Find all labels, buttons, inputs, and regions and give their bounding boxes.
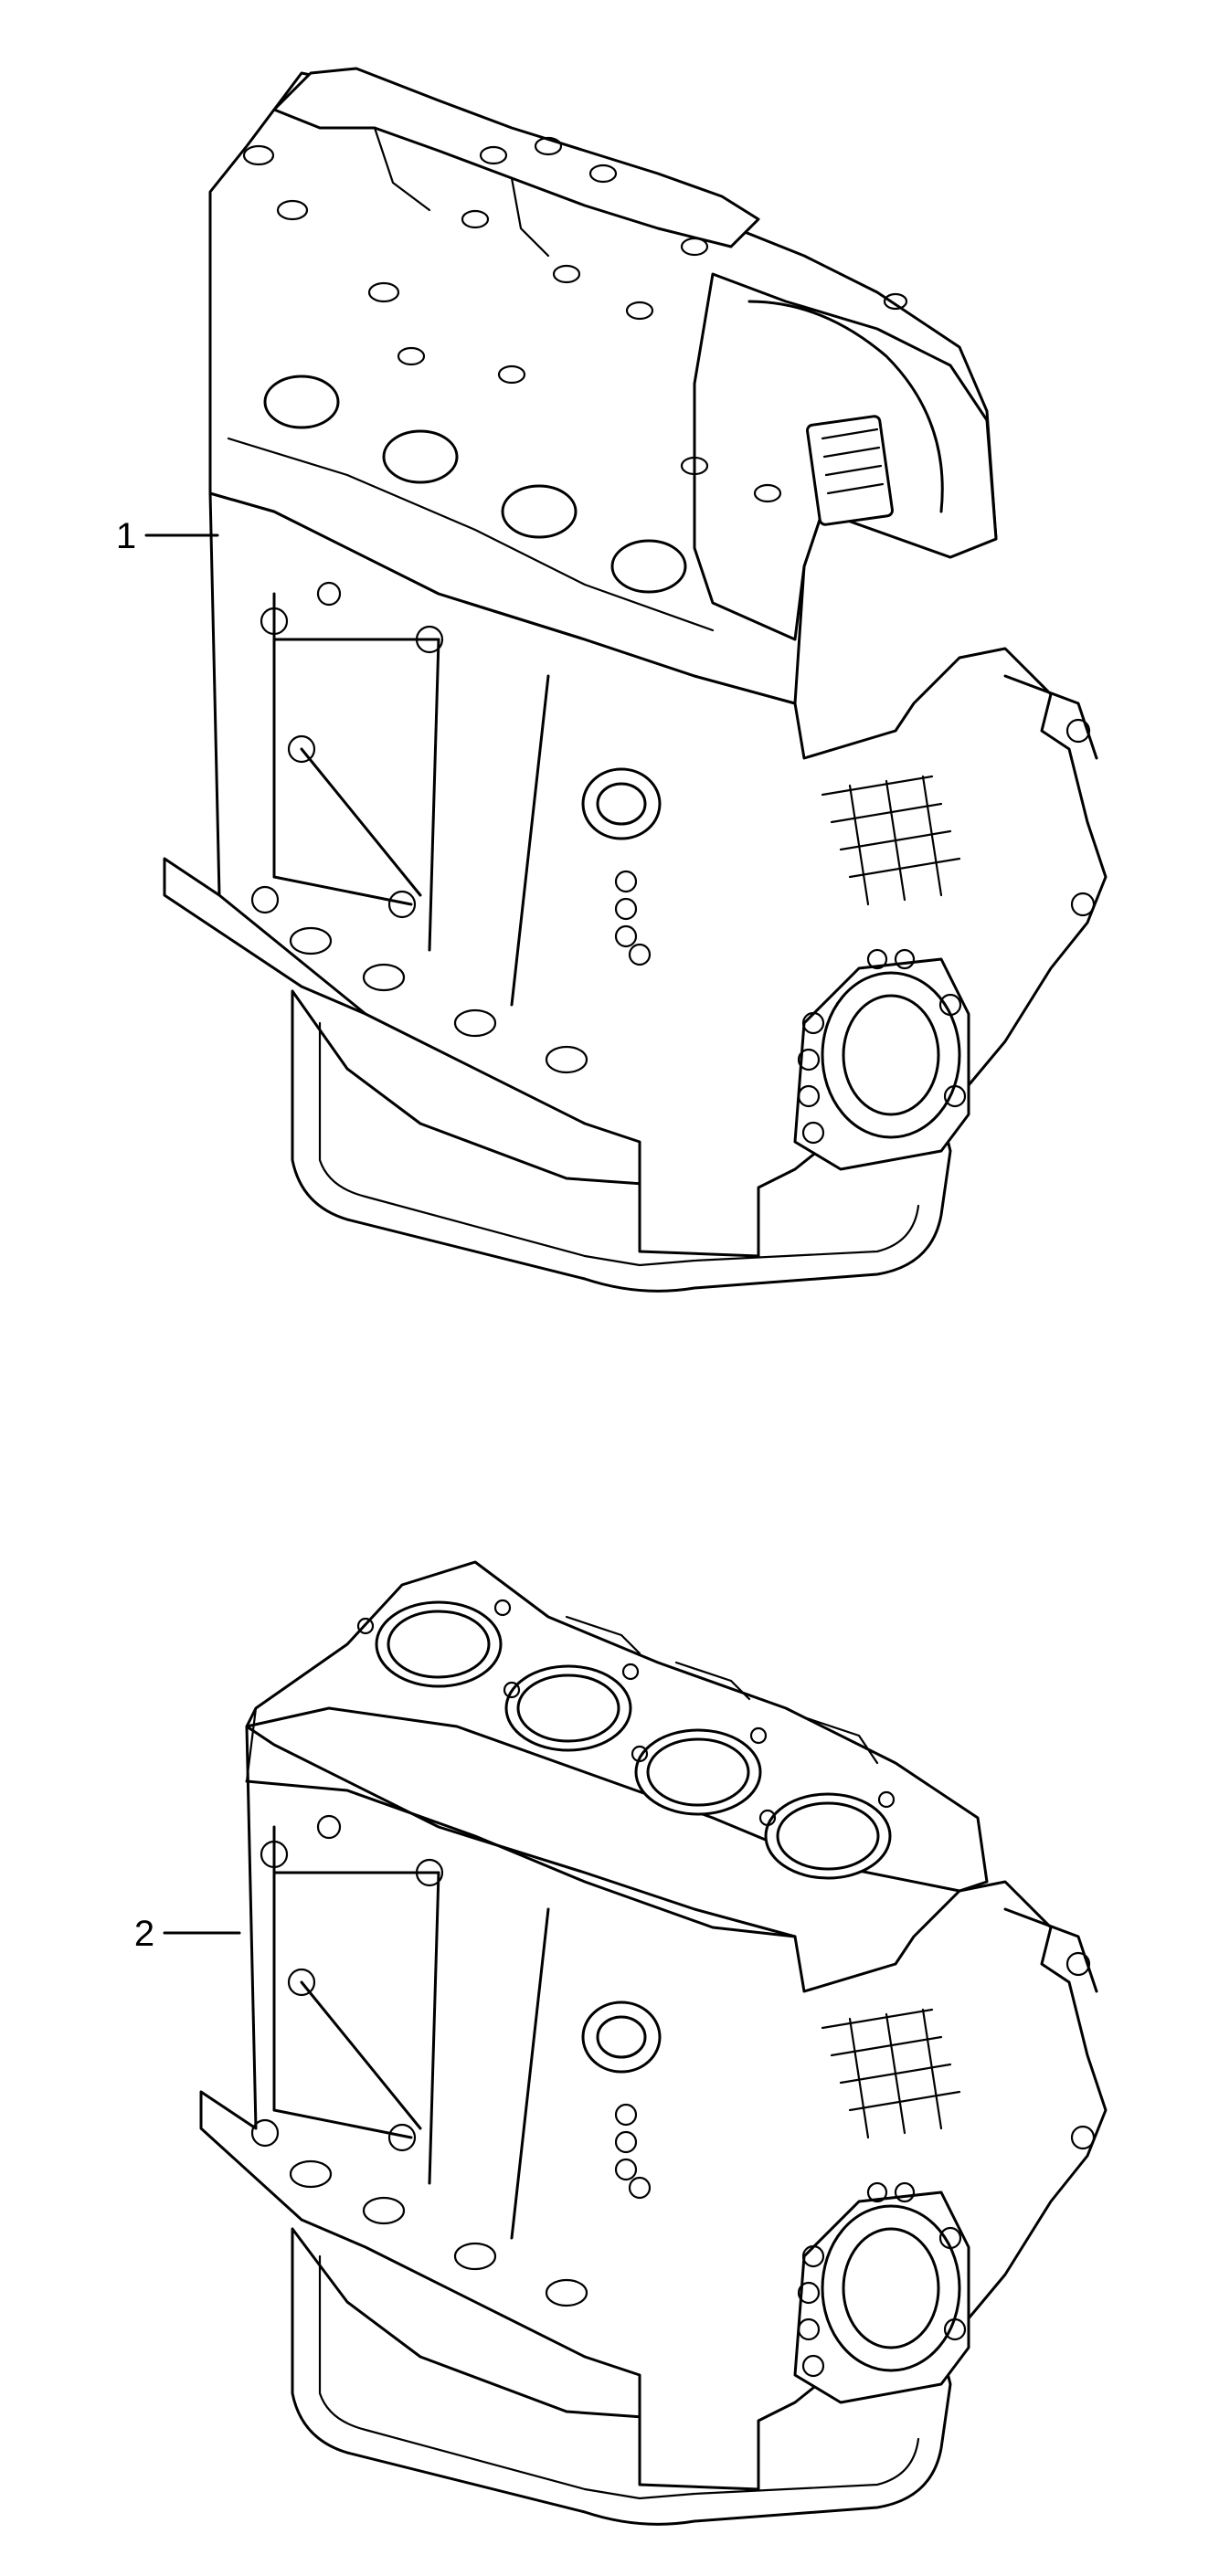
callout-2: 2 bbox=[134, 1914, 241, 1954]
callout-1-number: 1 bbox=[116, 516, 136, 556]
callout-1: 1 bbox=[116, 516, 219, 556]
short-block-illustration bbox=[199, 1560, 1108, 2526]
callout-2-number: 2 bbox=[134, 1914, 154, 1954]
complete-engine-illustration bbox=[163, 67, 1108, 1293]
